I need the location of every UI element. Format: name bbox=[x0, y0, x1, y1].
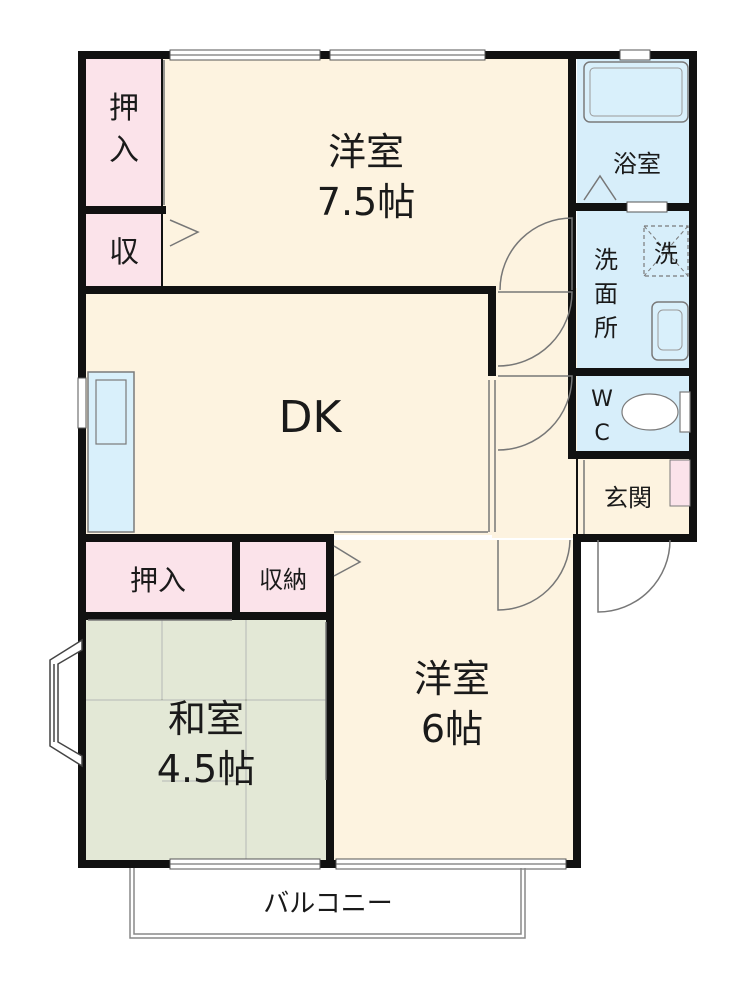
wc-label-2: C bbox=[594, 421, 609, 446]
storage-bottom-floor bbox=[238, 540, 328, 616]
washroom-label-1: 洗 bbox=[594, 246, 618, 274]
windows bbox=[77, 49, 668, 870]
western-room-1-size: 7.5帖 bbox=[317, 180, 415, 224]
fixtures bbox=[87, 61, 691, 939]
kitchen-sink bbox=[95, 379, 127, 445]
japanese-room-floor bbox=[82, 616, 328, 864]
shoe-box bbox=[669, 459, 691, 507]
closet-top-floor bbox=[82, 55, 162, 210]
closet-bottom-label: 押入 bbox=[130, 564, 186, 597]
wc-label-1: W bbox=[591, 387, 613, 412]
japanese-room-size: 4.5帖 bbox=[157, 747, 255, 791]
toilet-bowl bbox=[621, 393, 679, 431]
dk-label: DK bbox=[279, 392, 343, 443]
entrance-label: 玄関 bbox=[604, 484, 652, 512]
doors bbox=[88, 60, 671, 780]
western-room-2-size: 6帖 bbox=[421, 707, 483, 751]
washroom-label-3: 所 bbox=[594, 314, 618, 342]
closet-bottom-floor bbox=[82, 540, 234, 616]
tatami-lines-dark bbox=[82, 616, 328, 864]
toilet-tank bbox=[679, 391, 691, 433]
storage-bottom-label: 収納 bbox=[259, 566, 307, 594]
western-room-1-floor bbox=[162, 55, 572, 288]
storage-small-label: 収 bbox=[109, 235, 139, 270]
wash-basin bbox=[651, 301, 689, 361]
western-room-2-floor bbox=[328, 540, 577, 864]
labels: 洋室 7.5帖 押 入 収 DK 浴室 洗 面 所 洗 W C 玄関 押入 収納… bbox=[109, 91, 678, 919]
bay-window bbox=[49, 638, 83, 768]
western-room-1-name: 洋室 bbox=[328, 130, 404, 174]
washer-label: 洗 bbox=[654, 240, 678, 268]
closet-top-label-1: 押 bbox=[109, 91, 139, 126]
balcony bbox=[129, 868, 526, 939]
dk-floor bbox=[82, 293, 492, 535]
washer-space bbox=[643, 225, 689, 277]
washroom-label-2: 面 bbox=[594, 280, 618, 308]
japanese-room-name: 和室 bbox=[168, 697, 244, 741]
storage-small-floor bbox=[82, 210, 162, 288]
closet-top-label-2: 入 bbox=[109, 133, 139, 168]
thin-walls bbox=[161, 55, 578, 538]
bath-label: 浴室 bbox=[613, 150, 661, 178]
bathtub bbox=[583, 61, 689, 123]
balcony-label: バルコニー bbox=[263, 889, 392, 919]
western-room-2-name: 洋室 bbox=[414, 657, 490, 701]
